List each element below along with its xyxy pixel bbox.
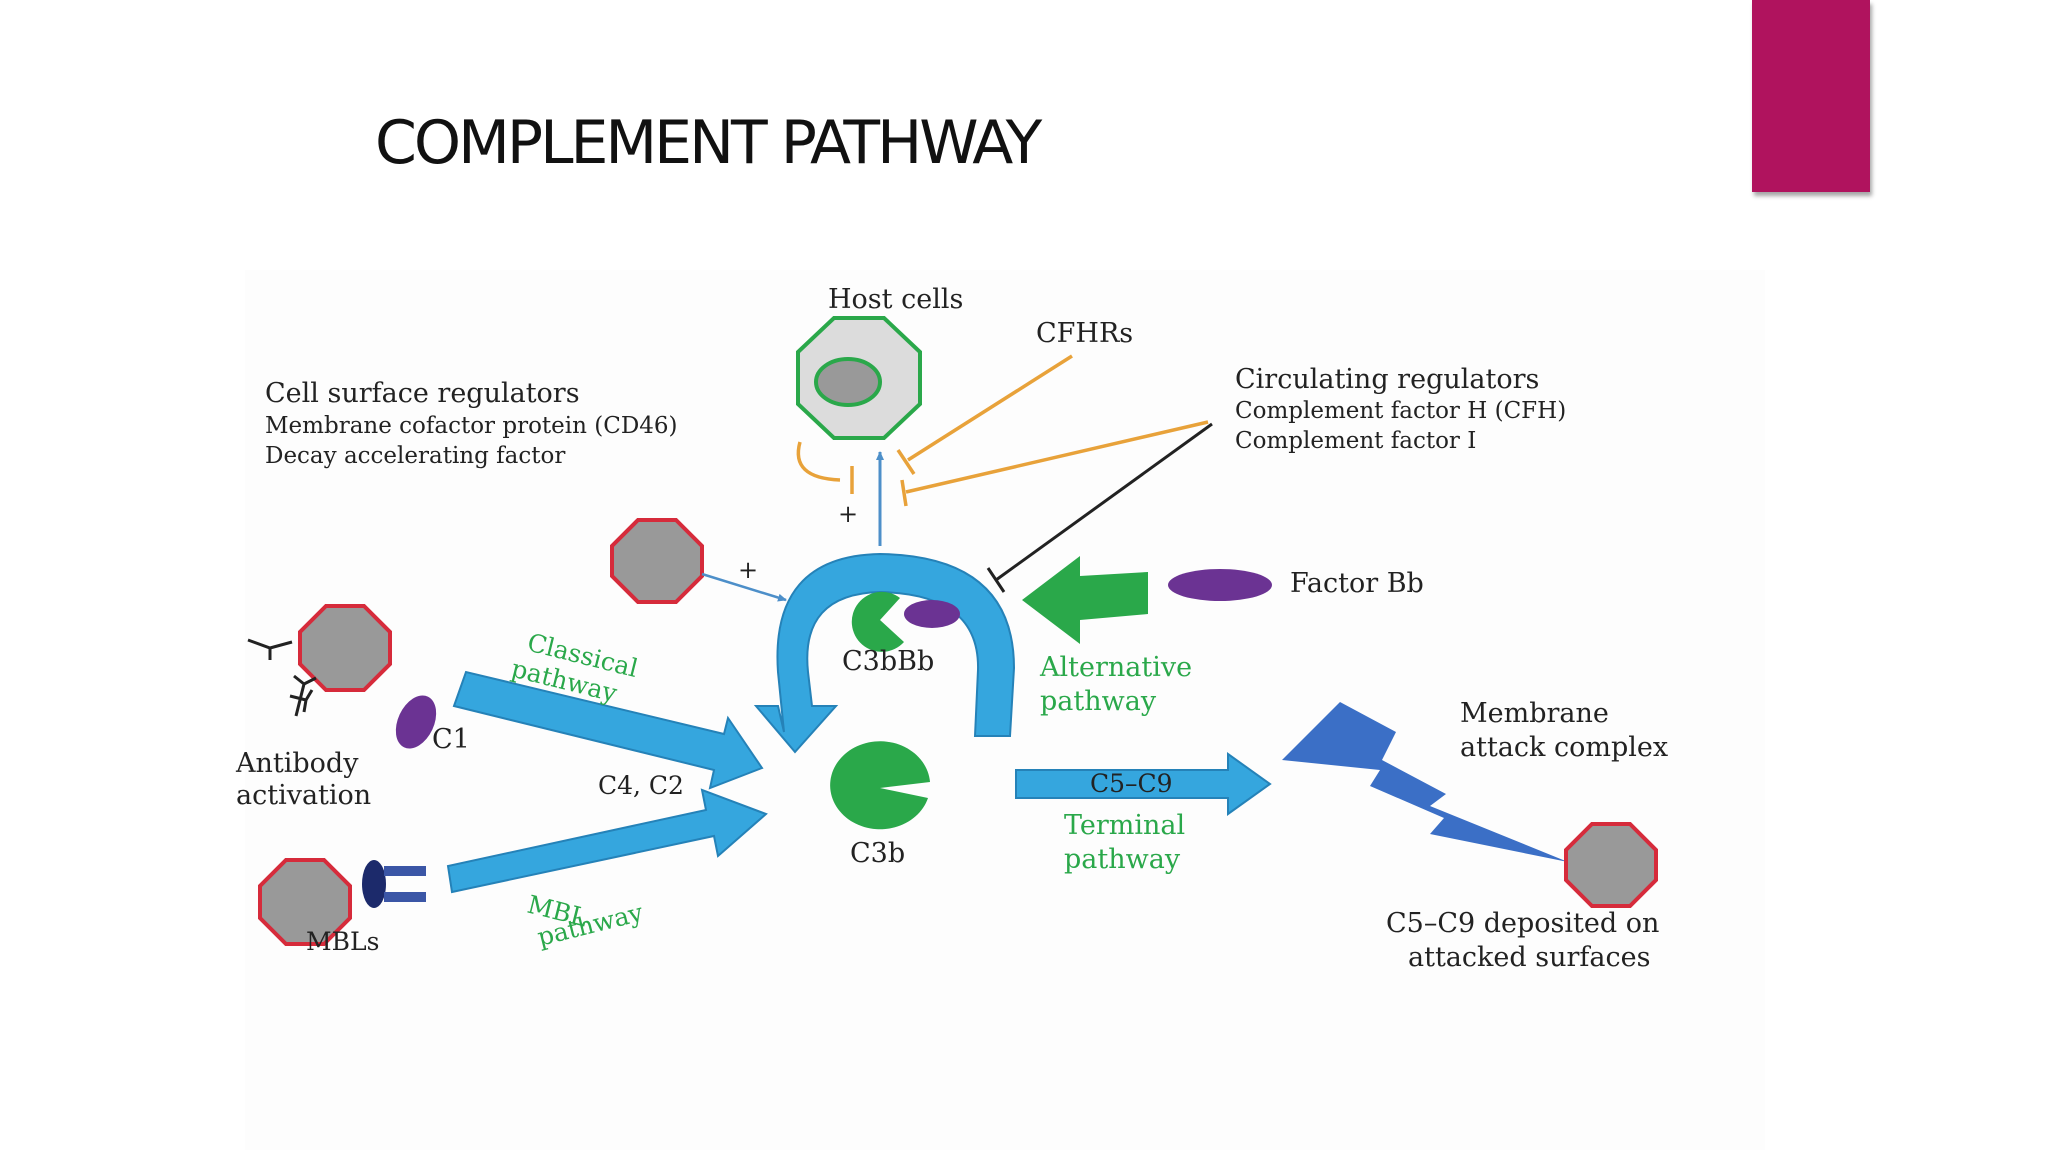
c4c2-label: C4, C2 [598, 771, 684, 800]
c3bbb-complex [851, 591, 960, 652]
terminal-pathway-arrow [1015, 752, 1272, 816]
circulating-regulator-item: Complement factor H (CFH) [1235, 398, 1566, 424]
circulating-regulator-item: Complement factor I [1235, 428, 1476, 454]
alternative-pathway-label: pathway [1040, 686, 1157, 717]
alternative-pathway-arrow [1022, 556, 1148, 644]
activator-cell [610, 518, 704, 604]
host-cells-label: Host cells [828, 284, 963, 315]
c1-label: C1 [432, 724, 470, 755]
classical-pathway-arrow [452, 670, 764, 790]
circulating-regulators-heading: Circulating regulators [1235, 364, 1539, 395]
terminal-pathway-label: pathway [1064, 844, 1181, 875]
mbl-cell [258, 858, 352, 946]
membrane-attack-complex-label: attack complex [1460, 732, 1668, 763]
cell-surface-regulators-heading: Cell surface regulators [265, 378, 580, 409]
alternative-pathway-label: Alternative [1039, 652, 1192, 683]
antibody-activation-label: Antibody [235, 748, 359, 779]
cfhrs-label: CFHRs [1036, 318, 1133, 349]
c5c9-arrow-label: C5–C9 [1090, 769, 1173, 798]
host-cell-nucleus [814, 357, 882, 407]
attacked-cell [1564, 822, 1658, 908]
mbl-molecule [362, 860, 426, 908]
cell-surface-regulator-item: Membrane cofactor protein (CD46) [265, 413, 678, 439]
antibody-cell [298, 604, 392, 692]
bb-fragment [904, 600, 960, 628]
cell-surface-regulators: Cell surface regulators Membrane cofacto… [265, 378, 678, 469]
activator-arrow [701, 572, 787, 602]
circulating-regulators: Circulating regulators Complement factor… [1235, 364, 1566, 454]
membrane-attack-complex-label: Membrane [1460, 698, 1609, 729]
c5c9-deposited-label: C5–C9 deposited on [1386, 908, 1659, 939]
plus-host: + [838, 500, 858, 528]
cell-surface-regulator-item: Decay accelerating factor [265, 443, 565, 469]
cfh-inhibition-line [986, 422, 1213, 593]
factor-bb-label: Factor Bb [1290, 568, 1424, 599]
plus-activator: + [738, 556, 758, 584]
host-cell [796, 316, 922, 440]
mbls-label: MBLs [306, 927, 379, 956]
cfhr-inhibition-lines [796, 354, 1209, 507]
c3bbb-label: C3bBb [842, 646, 934, 677]
c3b-shape [830, 741, 930, 830]
terminal-pathway-label: Terminal [1064, 810, 1185, 841]
c1-molecule [395, 695, 437, 749]
mbl-pathway-arrow [446, 788, 768, 894]
accent-bar [1752, 0, 1870, 192]
c5c9-deposited-label: attacked surfaces [1408, 942, 1650, 973]
slide-title: COMPLEMENT PATHWAY [375, 108, 1042, 178]
membrane-attack-complex-bolt [1282, 702, 1568, 862]
c3b-label: C3b [850, 838, 905, 869]
factor-bb-oval [1168, 569, 1272, 601]
antibody-activation-label: activation [236, 780, 371, 811]
antibody-icons [247, 638, 317, 717]
